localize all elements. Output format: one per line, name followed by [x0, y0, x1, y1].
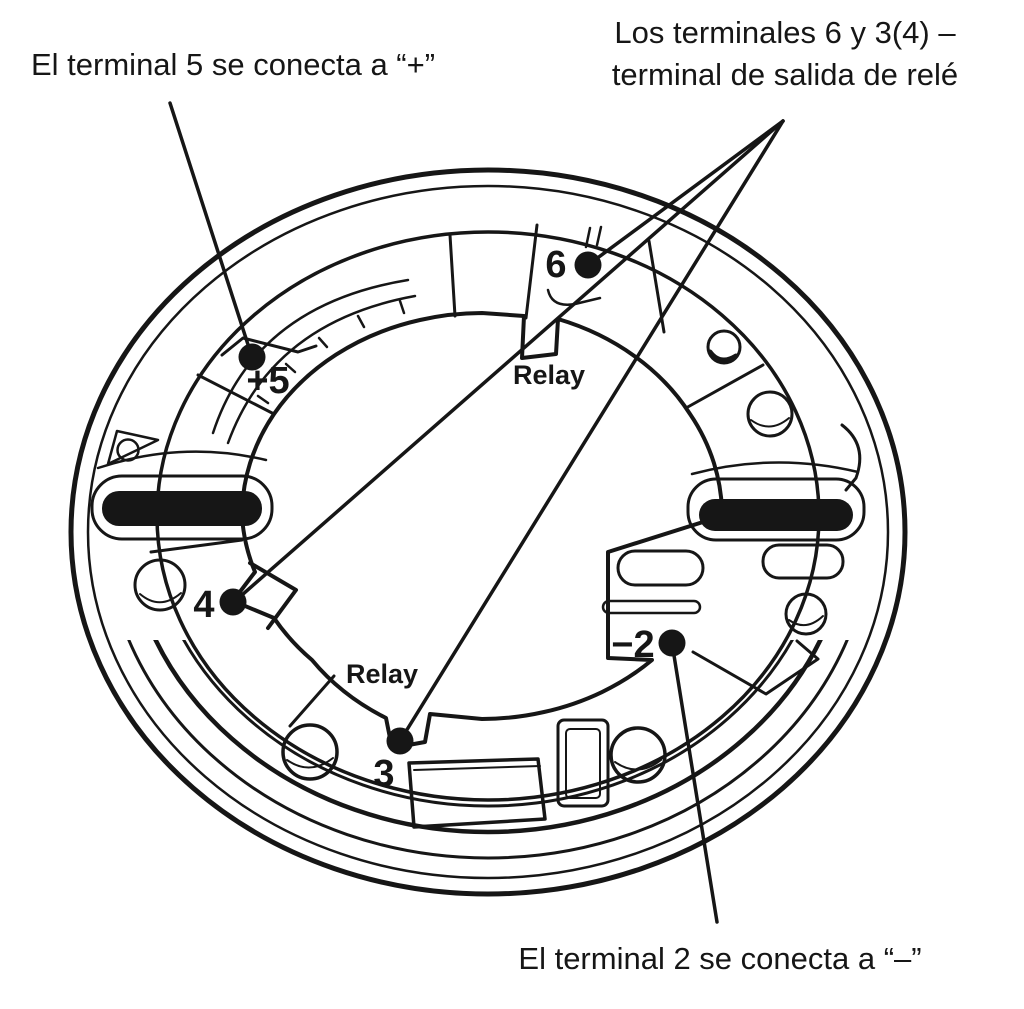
terminal-4-dot [219, 588, 247, 616]
central-opening [231, 311, 725, 750]
terminal-6-label: 6 [545, 244, 566, 286]
annotation-relay-terminals: Los terminales 6 y 3(4) – terminal de sa… [552, 12, 1018, 96]
annotation-terminal-2: El terminal 2 se conecta a “–” [508, 938, 932, 980]
terminal-3-label: 3 [373, 753, 394, 795]
terminal-2-dot [658, 629, 686, 657]
right-cable-slot [686, 461, 866, 542]
terminal-3-dot [386, 727, 414, 755]
terminal-5-dot [238, 343, 266, 371]
screw-holes [116, 329, 828, 784]
terminal5-contact [220, 336, 318, 357]
relay-label-2: Relay [346, 659, 418, 689]
leader-line [670, 641, 719, 924]
terminal-6-dot [574, 251, 602, 279]
plate-details [106, 429, 845, 829]
leader-line [232, 119, 785, 604]
terminal-2-label: −2 [611, 624, 654, 666]
base-outline-group [68, 167, 908, 897]
annotation-relay-line1: Los terminales 6 y 3(4) – [614, 15, 956, 50]
annotation-terminal-2-text: El terminal 2 se conecta a “–” [518, 941, 922, 976]
leader-line [168, 101, 254, 359]
outer-rim [68, 167, 908, 897]
terminal4-contact [248, 561, 298, 630]
terminal2-contact [691, 639, 820, 696]
contact-arcs [211, 278, 417, 445]
annotation-relay-line2: terminal de salida de relé [611, 57, 959, 92]
terminal-4-label: 4 [193, 584, 214, 626]
right-strain-hook [840, 423, 862, 492]
left-cable-slot [90, 450, 274, 541]
leader-line [398, 119, 785, 743]
outer-rim-inner-line [86, 184, 890, 880]
annotation-terminal-5-text: El terminal 5 se conecta a “+” [31, 47, 436, 82]
terminal-5-label: +5 [246, 360, 289, 402]
relay-label-1: Relay [513, 360, 585, 390]
base-wall-arcs [127, 640, 849, 860]
leader-line [586, 119, 785, 267]
annotation-terminal-5: El terminal 5 se conecta a “+” [31, 44, 435, 86]
